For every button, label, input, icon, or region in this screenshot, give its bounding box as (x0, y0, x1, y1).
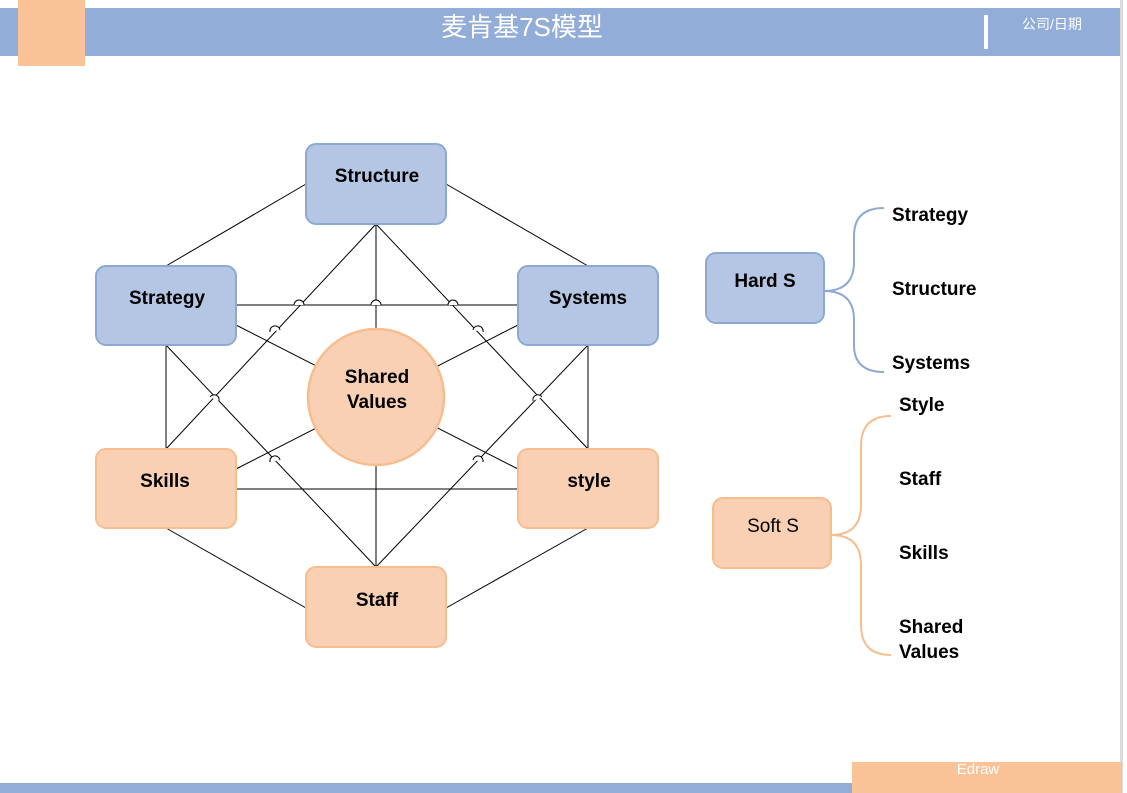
hard-s-bracket-bottom (823, 290, 885, 373)
hard-s-node[interactable]: Hard S (705, 252, 825, 324)
hard-s-item-structure: Structure (892, 279, 976, 300)
connector-line (375, 223, 589, 450)
connector-line (165, 183, 307, 267)
hard-s-item-strategy: Strategy (892, 205, 968, 226)
node-staff[interactable]: Staff (305, 566, 447, 648)
line-hop (370, 299, 382, 306)
line-hop (293, 299, 305, 306)
footer-brand-block: Edraw (852, 762, 1122, 793)
node-strategy[interactable]: Strategy (95, 265, 237, 346)
connector-line (375, 344, 589, 568)
page-title: 麦肯基7S模型 (441, 12, 603, 42)
node-systems[interactable]: Systems (517, 265, 659, 346)
line-hop (447, 299, 459, 306)
soft-s-group: Soft S Style Staff Skills Shared Values (712, 395, 963, 663)
hard-s-bracket-top (823, 207, 885, 292)
soft-s-item-shared-values-line2: Values (899, 642, 959, 663)
connector-line (445, 183, 589, 267)
line-hop (472, 325, 484, 333)
connector-line (445, 527, 589, 609)
hard-s-label: Hard S (734, 271, 795, 292)
footer-bar (0, 783, 1122, 793)
line-hop (269, 325, 281, 333)
soft-s-item-shared-values-line1: Shared (899, 617, 963, 638)
corner-accent-block (18, 0, 85, 66)
page-right-edge (1120, 0, 1123, 793)
node-style[interactable]: style (517, 448, 659, 529)
node-staff-label: Staff (356, 590, 399, 611)
soft-s-item-style: Style (899, 395, 944, 416)
connector-line (165, 344, 377, 568)
hard-s-item-systems: Systems (892, 353, 970, 374)
line-hop (532, 394, 543, 402)
node-shared-values[interactable]: Shared Values (306, 327, 446, 467)
soft-s-item-staff: Staff (899, 469, 942, 490)
node-strategy-label: Strategy (129, 288, 205, 309)
title-divider (984, 15, 988, 49)
hard-s-group: Hard S Strategy Structure Systems (705, 205, 976, 374)
connector-line (165, 223, 377, 450)
footer-brand-label: Edraw (956, 761, 1000, 778)
soft-s-node[interactable]: Soft S (712, 497, 832, 569)
node-shared-values-line1: Shared (345, 367, 409, 388)
company-date-label: 公司/日期 (1022, 16, 1082, 32)
node-shared-values-line2: Values (347, 392, 407, 413)
line-hop (472, 455, 484, 463)
line-hop (209, 394, 220, 402)
soft-s-bracket-top (830, 415, 892, 536)
line-hops (209, 299, 543, 463)
node-skills-label: Skills (140, 471, 190, 492)
header-bar (0, 8, 1122, 56)
node-structure[interactable]: Structure (305, 143, 447, 225)
soft-s-label: Soft S (747, 516, 799, 537)
connector-lines (165, 183, 589, 609)
soft-s-bracket-bottom (830, 534, 892, 656)
line-hop (269, 455, 281, 463)
node-systems-label: Systems (549, 288, 627, 309)
node-style-label: style (567, 471, 610, 492)
soft-s-item-skills: Skills (899, 543, 949, 564)
node-structure-label: Structure (335, 166, 419, 187)
connector-line (165, 527, 307, 609)
node-skills[interactable]: Skills (95, 448, 237, 529)
